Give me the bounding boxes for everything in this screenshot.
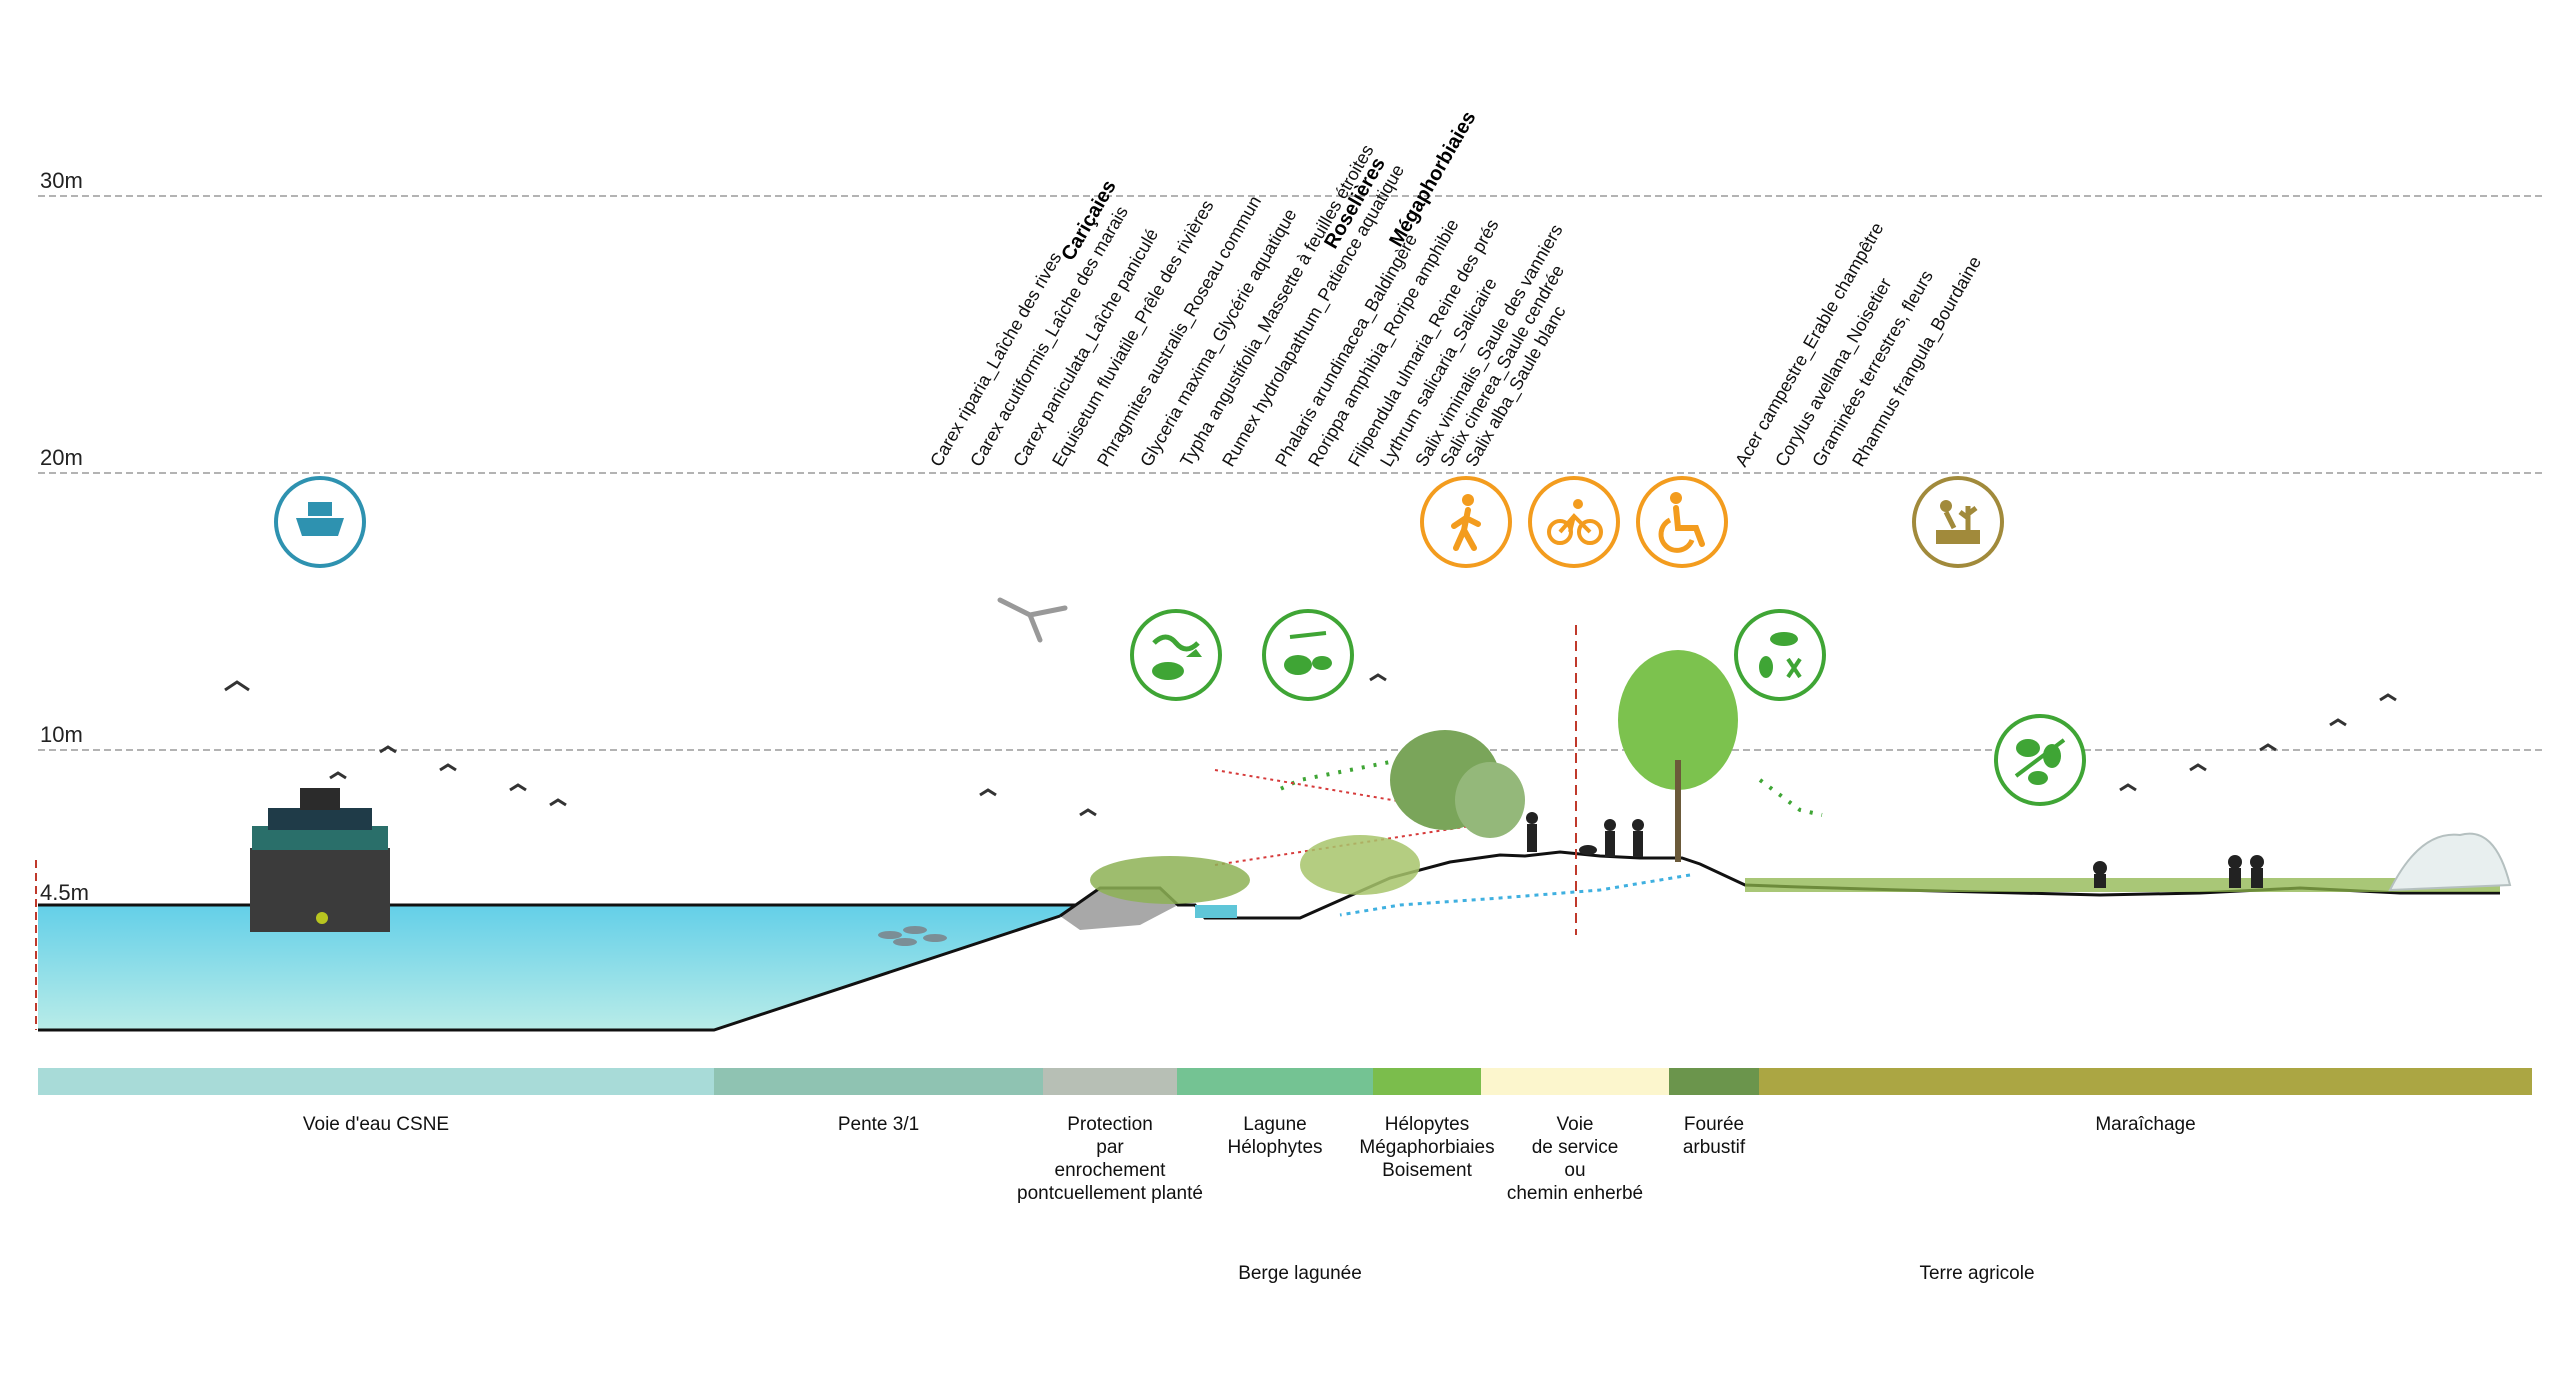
bird (1079, 808, 1097, 817)
groundwater-flow (1339, 873, 1691, 917)
people (1526, 812, 2264, 888)
zone-segment-label: Voie d'eau CSNE (303, 1114, 449, 1135)
fish-school (878, 926, 947, 946)
bird (979, 788, 997, 797)
helophyte-clump (1300, 835, 1420, 895)
aquatic-fauna-icon (1130, 609, 1222, 701)
zone-ribbon-segment (1177, 1068, 1373, 1095)
crane-bird (997, 597, 1068, 643)
zone-segment-label: Pente 3/1 (838, 1114, 919, 1135)
bird (509, 783, 527, 792)
zone-segment-label: par (1096, 1137, 1124, 1158)
zone-segment-label: pontcuellement planté (1017, 1183, 1203, 1204)
bird (2379, 693, 2397, 702)
zone-segment-label: chemin enherbé (1507, 1183, 1643, 1204)
waterway (38, 903, 1098, 1032)
boat-icon (274, 476, 366, 568)
zone-segment-label: Maraîchage (2095, 1114, 2195, 1135)
bird (2119, 783, 2137, 792)
bird (224, 680, 250, 692)
zone-segment-label: Hélopytes (1385, 1114, 1470, 1135)
bicycle-icon (1528, 476, 1620, 568)
farmer-silhouette (2093, 861, 2107, 888)
wind-arrow-right (1758, 778, 1823, 817)
bird (2329, 718, 2347, 727)
shrub-crown (1455, 762, 1525, 838)
icons (274, 476, 2086, 806)
sightline-1 (1214, 769, 1511, 821)
zone-segment-label: ou (1564, 1160, 1585, 1181)
water-body (38, 905, 1098, 1030)
species-label: Carex acutiformis_Laîche des marais (966, 203, 1133, 471)
farming-icon (1912, 476, 2004, 568)
zone-segment-label: arbustif (1683, 1137, 1746, 1158)
zone-segment-label: Fourée (1684, 1114, 1744, 1135)
zone-segment-label: Protection (1067, 1114, 1153, 1135)
elevation-lines: 30m 20m 10m 4.5m (35, 168, 2545, 1030)
greenhouse (2388, 832, 2512, 892)
zone-segment-label: Boisement (1382, 1160, 1472, 1181)
terrain-profile (1059, 850, 2500, 920)
wetland-fauna-icon (1262, 609, 1354, 701)
barge-bow (300, 788, 340, 810)
zone-segment-label: Lagune (1243, 1114, 1306, 1135)
bird (1369, 673, 1387, 682)
tree-crown (1618, 650, 1738, 790)
zone-segment-label: Voie (1557, 1114, 1594, 1135)
bird (439, 763, 457, 772)
pedestrian-icon (1420, 476, 1512, 568)
zone-segment-label: de service (1532, 1137, 1619, 1158)
bird (549, 798, 567, 807)
elevation-label-30m: 30m (40, 168, 83, 193)
zone-ribbon-segment (1373, 1068, 1481, 1095)
barge (250, 788, 390, 932)
vegetation (1090, 650, 2512, 904)
zone-label-berge-lagunee: Berge lagunée (1238, 1263, 1362, 1284)
channel-bed (38, 914, 1061, 1032)
barge-cabin (268, 808, 372, 830)
zone-segment-label: enrochement (1055, 1160, 1167, 1181)
birds (224, 673, 2397, 817)
bird (329, 771, 347, 780)
zone-ribbon-segment (1481, 1068, 1669, 1095)
zone-ribbon-segment (1043, 1068, 1177, 1095)
wind-arrow-left (1277, 758, 1401, 792)
bird (379, 745, 397, 754)
elevation-label-10m: 10m (40, 722, 83, 747)
reed-bed (1090, 856, 1250, 904)
wheelchair-icon (1636, 476, 1728, 568)
zone-ribbon: Voie d'eau CSNE Pente 3/1 Protectionparenr… (38, 1068, 2532, 1204)
elevation-label-20m: 20m (40, 445, 83, 470)
zone-ribbon-segment (1669, 1068, 1759, 1095)
zone-segment-label: Mégaphorbiaies (1359, 1137, 1494, 1158)
lagoon-water (1195, 905, 1237, 918)
farmers-silhouettes (2228, 855, 2264, 888)
walker-silhouette (1526, 812, 1538, 852)
barge-buoy (316, 912, 328, 924)
zone-segment-label: Hélophytes (1227, 1137, 1322, 1158)
zone-ribbon-segment (1759, 1068, 2532, 1095)
birds-insects-icon (1734, 609, 1826, 701)
zone-label-terre-agricole: Terre agricole (1919, 1263, 2034, 1284)
bird (2189, 763, 2207, 772)
family-silhouettes (1604, 819, 1644, 857)
zone-ribbon-segment (714, 1068, 1043, 1095)
crop-strip (1745, 878, 2500, 892)
elevation-label-4-5m: 4.5m (40, 880, 89, 905)
farmland-fauna-icon (1994, 714, 2086, 806)
zone-ribbon-segment (38, 1068, 714, 1095)
bird (2259, 743, 2277, 752)
dog-silhouette (1579, 845, 1597, 855)
